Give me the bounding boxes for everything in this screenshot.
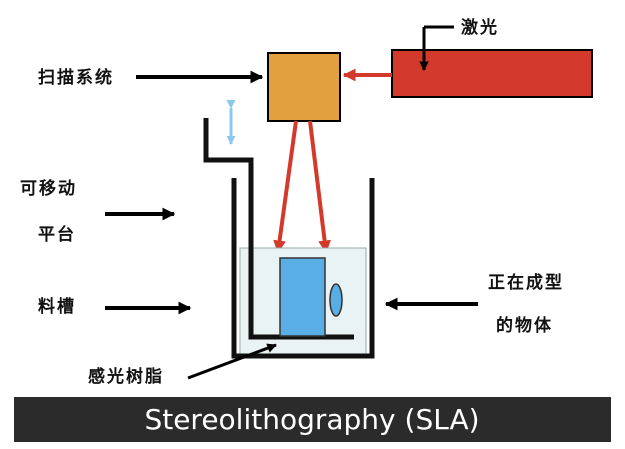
object-label-line2: 的物体 <box>496 315 553 336</box>
platform-label-line1: 可移动 <box>20 178 77 199</box>
laser-source <box>391 49 593 98</box>
object-label-line1: 正在成型 <box>488 272 564 293</box>
tank <box>231 178 375 359</box>
beam-left <box>273 120 298 254</box>
resin-label: 感光树脂 <box>88 366 164 387</box>
title-banner <box>14 397 611 442</box>
formed-object-feature <box>329 283 343 317</box>
beam-right <box>308 120 331 254</box>
formed-object <box>279 257 326 337</box>
scanning-system-box <box>267 52 341 122</box>
movable-platform <box>203 118 354 340</box>
banner-title: Stereolithography (SLA) <box>144 403 479 436</box>
resin-arrow <box>187 343 277 380</box>
laser-label: 激光 <box>461 17 499 38</box>
scanning-system-label: 扫描系统 <box>38 67 114 88</box>
tank-label: 料槽 <box>38 296 76 317</box>
platform-label-line2: 平台 <box>38 224 76 245</box>
